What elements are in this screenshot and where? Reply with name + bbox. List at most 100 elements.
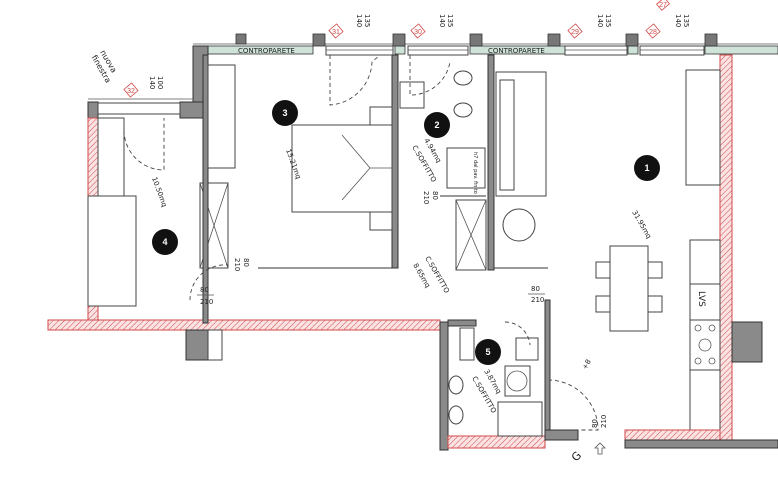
new-wall <box>447 435 546 449</box>
wall <box>624 439 778 449</box>
wall <box>544 429 579 441</box>
new-wall <box>47 319 441 331</box>
double-bed <box>291 124 393 213</box>
door-swing <box>189 264 229 301</box>
dining-table <box>609 245 649 332</box>
round-table <box>502 208 536 242</box>
room-badge-1: 1 <box>634 155 660 181</box>
svg-text:140: 140 <box>596 14 604 27</box>
nightstand <box>369 211 393 231</box>
wall-pillars <box>235 33 718 47</box>
wardrobe <box>207 64 236 169</box>
room-badge-4: 4 <box>152 229 178 255</box>
svg-text:135: 135 <box>682 14 690 27</box>
new-wall <box>624 429 721 441</box>
window-tag-32: 32 <box>123 82 139 98</box>
svg-text:140: 140 <box>438 14 446 27</box>
bidet <box>448 405 464 425</box>
wall-pillar <box>185 329 209 361</box>
entrance-arrow-icon <box>594 442 606 455</box>
socket-box <box>207 329 223 361</box>
cabinet <box>685 69 721 186</box>
cooktop <box>689 319 721 371</box>
counterwall-label: CONTROPARETE <box>238 47 295 55</box>
room-badge-3: 3 <box>272 100 298 126</box>
dishwasher <box>689 283 721 321</box>
svg-text:5: 5 <box>485 347 490 357</box>
svg-text:140: 140 <box>148 76 156 89</box>
counterwall-strip <box>704 45 778 55</box>
window-swing <box>409 55 451 96</box>
svg-text:32: 32 <box>127 88 135 95</box>
svg-text:80: 80 <box>431 191 439 200</box>
sofa <box>499 79 515 191</box>
room-1-area: 31.95mq <box>630 209 653 240</box>
room-badge-2: 2 <box>424 112 450 138</box>
shower <box>497 401 543 437</box>
bidet <box>453 70 473 86</box>
svg-text:210: 210 <box>233 258 241 271</box>
svg-text:31: 31 <box>332 29 340 36</box>
svg-text:80: 80 <box>531 285 540 293</box>
wall <box>202 54 209 324</box>
wall-pillar <box>731 321 763 363</box>
wall <box>447 319 477 327</box>
washing-machine-drum <box>506 370 528 392</box>
svg-text:135: 135 <box>446 14 454 27</box>
chairs <box>595 261 663 313</box>
bed <box>87 195 137 307</box>
svg-text:4: 4 <box>162 237 167 247</box>
entrance-label: G <box>569 449 584 464</box>
svg-text:135: 135 <box>363 14 371 27</box>
window-28 <box>639 45 705 56</box>
toilet <box>448 375 464 395</box>
window-swing <box>329 54 381 106</box>
svg-text:30: 30 <box>414 29 422 36</box>
level-mark: +8 <box>581 358 593 371</box>
bed-pillows <box>341 134 392 201</box>
window-32 <box>97 102 181 115</box>
window-tag-30: 30 <box>410 23 426 39</box>
svg-text:210: 210 <box>531 296 544 304</box>
svg-text:28: 28 <box>649 29 657 36</box>
window-tag-28: 28 <box>645 23 661 39</box>
svg-text:27: 27 <box>659 2 667 9</box>
svg-text:100: 100 <box>156 76 164 89</box>
kitchen-sink <box>689 239 721 285</box>
door-swing <box>123 118 165 171</box>
svg-text:2: 2 <box>434 120 439 130</box>
window-31 <box>325 45 394 56</box>
door-dimension: 80 210 <box>197 286 214 306</box>
svg-text:135: 135 <box>604 14 612 27</box>
nightstand <box>369 106 393 126</box>
svg-text:80: 80 <box>200 286 209 294</box>
svg-text:29: 29 <box>571 29 579 36</box>
shower <box>446 147 486 189</box>
wall <box>487 54 495 271</box>
wall <box>544 299 551 441</box>
svg-text:140: 140 <box>355 14 363 27</box>
wall <box>439 321 449 451</box>
new-wall <box>719 54 733 441</box>
laundry-sink <box>459 327 475 361</box>
room-4-area: 10.50mq <box>150 176 168 208</box>
door-swing <box>504 321 531 346</box>
svg-text:3: 3 <box>282 108 287 118</box>
counterwall-strip <box>627 45 639 55</box>
corridor-note: C.SOFFITTO <box>423 255 451 295</box>
washing-machine <box>504 365 531 397</box>
svg-text:210: 210 <box>200 298 213 306</box>
new-window-note: nuova finestra <box>90 49 119 85</box>
svg-text:140: 140 <box>674 14 682 27</box>
window-30 <box>407 45 469 56</box>
svg-text:80: 80 <box>242 258 250 267</box>
room-badge-5: 5 <box>475 339 501 365</box>
dishwasher-label: LVS <box>696 291 706 307</box>
window-tag-27: 27 <box>656 0 670 11</box>
svg-text:80: 80 <box>591 419 599 428</box>
svg-text:210: 210 <box>422 191 430 204</box>
